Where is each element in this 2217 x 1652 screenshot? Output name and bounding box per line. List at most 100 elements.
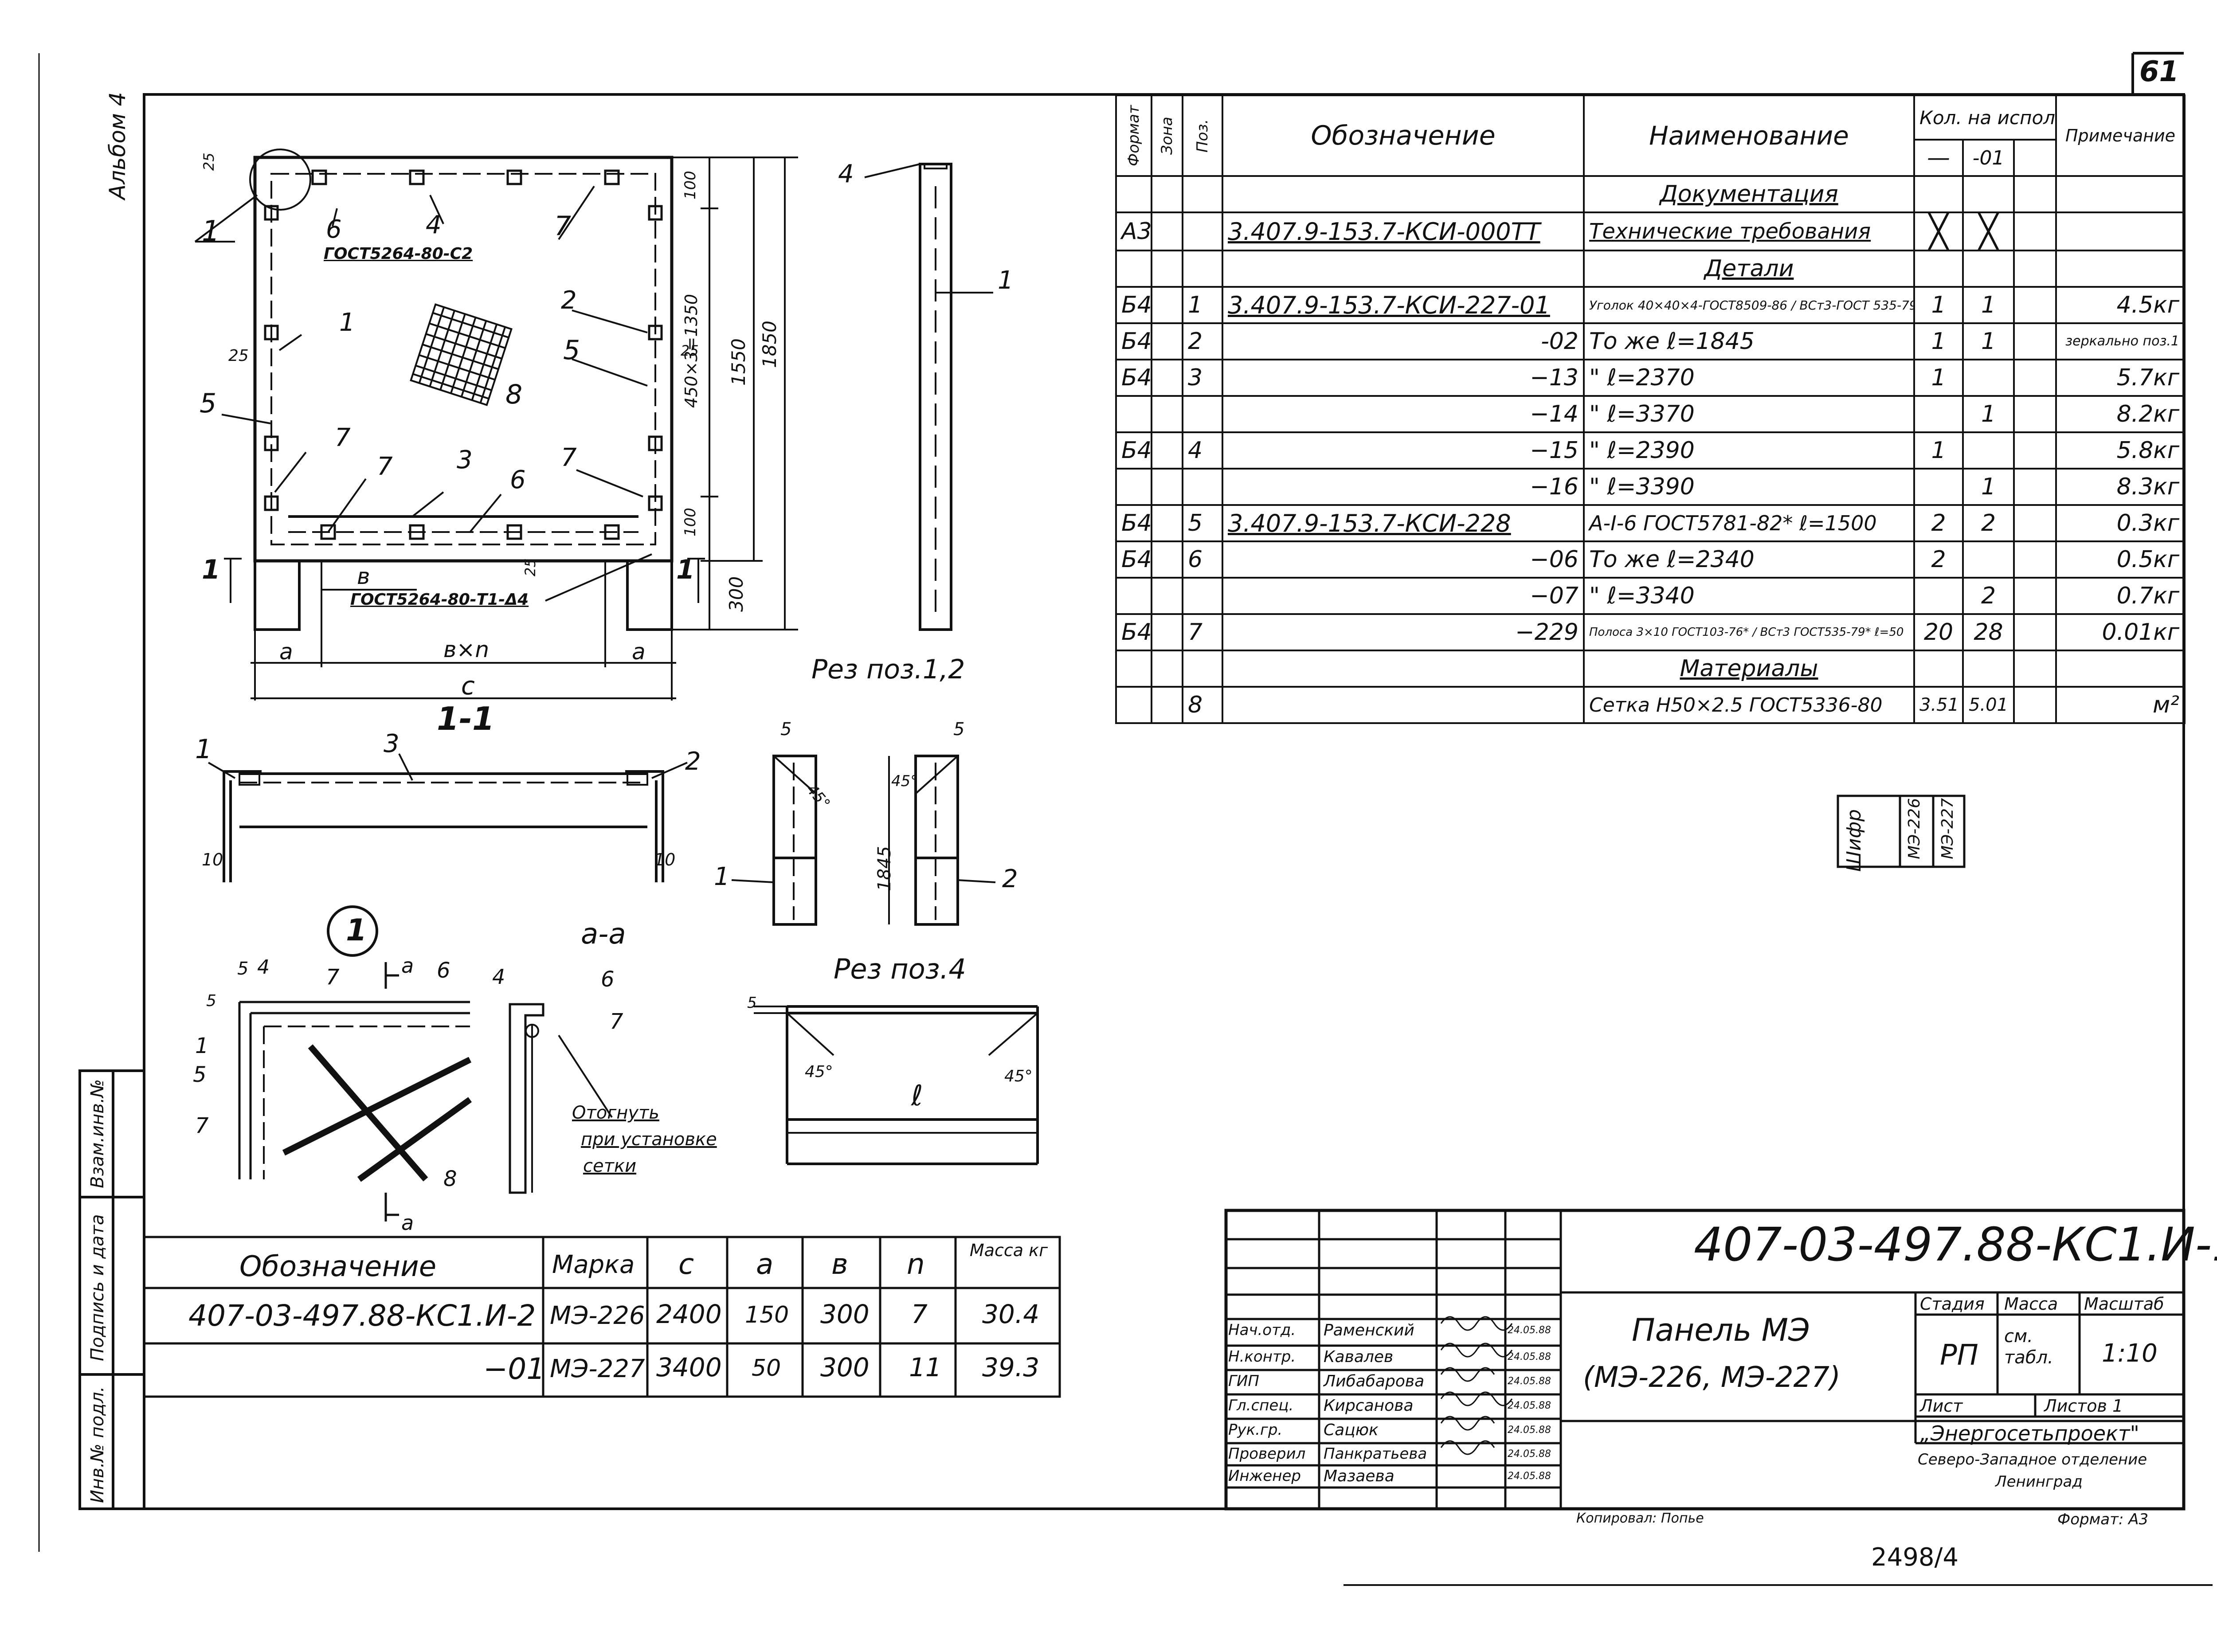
spec-section-docs: Документация — [1115, 175, 2186, 213]
row-qty-a: 2 — [1913, 540, 1964, 579]
detail-pos-8: 8 — [443, 1167, 457, 1191]
role-0: Нач.отд. — [1228, 1321, 1296, 1339]
dim-25-bottom: 25 — [522, 558, 539, 576]
dim-100-top: 100 — [682, 171, 699, 200]
row-qty-b — [1962, 431, 2015, 470]
header-name: Наименование — [1583, 94, 1915, 177]
dim-25-right: 25 — [681, 342, 699, 359]
row-qty-b: 1 — [1962, 322, 2015, 360]
stage-value: РП — [1940, 1339, 1978, 1372]
row-designation — [1222, 686, 1585, 724]
row-name: " ℓ=3370 — [1583, 395, 1915, 433]
var-row1-a: 150 — [745, 1302, 789, 1328]
role-4-date: 24.05.88 — [1508, 1425, 1551, 1436]
spec-row: Б4 1 3.407.9-153.7-КСИ-227-01 Уголок 40×… — [1115, 286, 2186, 324]
header-designation: Обозначение — [1222, 94, 1585, 177]
weld-note-top: ГОСТ5264-80-С2 — [324, 245, 473, 263]
side-stamp-replace: Взам.инв.№ — [87, 1079, 108, 1188]
dim-1550: 1550 — [728, 338, 749, 386]
row-pos — [1182, 468, 1223, 506]
cut4-angle-left: 45° — [805, 1063, 833, 1081]
archive-number: 2498/4 — [1871, 1543, 1959, 1572]
row-note: 5.8кг — [2055, 431, 2186, 470]
row-designation: −07 — [1222, 577, 1585, 615]
row-format: Б4 — [1115, 540, 1152, 579]
row-qty-b: 1 — [1962, 286, 2015, 324]
row-qty-b: 1 — [1962, 468, 2015, 506]
row-name: Сетка Н50×2.5 ГОСТ5336-80 — [1583, 686, 1915, 724]
role-0-name: Раменский — [1324, 1321, 1414, 1339]
signatures — [1440, 1316, 1513, 1455]
row-note: 5.7кг — [2055, 359, 2186, 397]
role-3-name: Кирсанова — [1324, 1397, 1414, 1415]
mass-value: см. табл. — [2004, 1326, 2053, 1368]
drawing-code: 407-03-497.88-КС1.И-1 — [1694, 1217, 2217, 1272]
var-row2-a: 50 — [752, 1355, 781, 1382]
row-pos: 3 — [1182, 359, 1223, 397]
row-note: 8.3кг — [2055, 468, 2186, 506]
role-0-date: 24.05.88 — [1508, 1325, 1551, 1336]
callout-pos-3: 3 — [457, 446, 473, 474]
header-format: Формат — [1116, 95, 1152, 176]
sheet-format: Формат: А3 — [2057, 1511, 2149, 1528]
row-format — [1115, 577, 1152, 615]
var-header-c: с — [678, 1248, 694, 1281]
section-a-a — [509, 1003, 613, 1194]
header-qty-01: -01 — [1962, 139, 2015, 177]
role-1: Н.контр. — [1228, 1348, 1296, 1366]
spec-row: −07 " ℓ=3340 2 0.7кг — [1115, 577, 2186, 615]
weld-note-bottom: ГОСТ5264-80-Т1-Δ4 — [350, 591, 529, 609]
section-parts-label: Детали — [1583, 250, 1915, 288]
row-designation: −13 — [1222, 359, 1585, 397]
cipher-mark-b: МЭ-227 — [1939, 798, 1957, 859]
row-qty-a: 1 — [1913, 322, 1964, 360]
row-note: 0.5кг — [2055, 540, 2186, 579]
title-block-grid — [1224, 1209, 2186, 1511]
cut-pos-1-2 — [731, 755, 996, 926]
callout-pos-8: 8 — [505, 379, 523, 410]
row-pos: 2 — [1182, 322, 1223, 360]
dim-b: в — [357, 564, 370, 589]
section-docs-label: Документация — [1583, 175, 1915, 213]
detail-pos-4: 4 — [257, 956, 270, 979]
row-note: 0.7кг — [2055, 577, 2186, 615]
callout-pos-1: 1 — [202, 215, 220, 248]
cut12-pos-2: 2 — [1002, 865, 1018, 893]
var-header-n: n — [907, 1248, 925, 1281]
saa-pos-4: 4 — [492, 965, 505, 989]
detail-number: 1 — [346, 913, 367, 948]
spec-row: Б4 7 −229 Полоса 3×10 ГОСТ103-76* / ВСт3… — [1115, 613, 2186, 651]
row-note: 8.2кг — [2055, 395, 2186, 433]
callout-pos-7: 7 — [554, 211, 572, 242]
row-designation: 3.407.9-153.7-КСИ-000ТТ — [1222, 211, 1585, 251]
role-5-name: Панкратьева — [1324, 1445, 1427, 1463]
row-format: Б4 — [1115, 322, 1152, 360]
row-qty-a: 20 — [1913, 613, 1964, 651]
row-name: " ℓ=2390 — [1583, 431, 1915, 470]
role-1-date: 24.05.88 — [1508, 1351, 1551, 1362]
specification-table: Формат Зона Поз. Обозначение Наименовани… — [1115, 94, 2186, 724]
sheet-number: 61 — [2139, 55, 2179, 88]
row-qty-a: 1 — [1913, 359, 1964, 397]
album-label: Альбом 4 — [105, 92, 130, 200]
role-5-date: 24.05.88 — [1508, 1448, 1551, 1460]
role-6: Инженер — [1228, 1467, 1301, 1485]
dim-25-corner: 25 — [200, 153, 217, 171]
s11-pos-2: 2 — [685, 747, 701, 776]
dim-25-left: 25 — [228, 347, 249, 365]
section-materials-label: Материалы — [1583, 650, 1915, 688]
row-qty-a: 1 — [1913, 431, 1964, 470]
cut12-dim-1845: 1845 — [874, 846, 895, 891]
row-name: Уголок 40×40×4-ГОСТ8509-86 / ВСт3-ГОСТ 5… — [1583, 286, 1915, 324]
s11-pos-1: 1 — [195, 734, 212, 765]
role-5: Проверил — [1228, 1445, 1306, 1463]
dim-bxn: в×n — [443, 637, 490, 662]
row-qty-b — [1962, 359, 2015, 397]
row-pos: 7 — [1182, 613, 1223, 651]
row-note: м² — [2055, 686, 2186, 724]
row-qty-b: 5.01 — [1962, 686, 2015, 724]
callout-pos-7b: 7 — [335, 423, 351, 452]
bend-note-line2: при установке — [581, 1129, 717, 1150]
header-qty-empty — [2013, 139, 2057, 177]
